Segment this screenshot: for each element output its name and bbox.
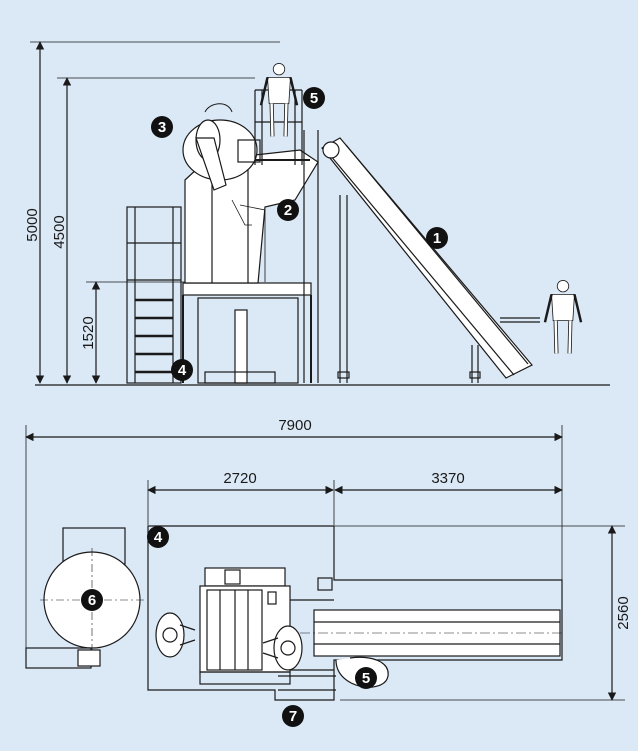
callout-1: 1: [426, 227, 448, 249]
svg-text:5: 5: [310, 90, 318, 107]
tilting-drum: [182, 103, 261, 191]
elevation-view: [30, 41, 610, 386]
svg-text:6: 6: [88, 592, 96, 609]
dimension-base-height: 1520: [80, 316, 97, 349]
callout-3: 3: [151, 116, 173, 138]
callout-5-plan: 5: [355, 667, 377, 689]
dimension-section-a: 2720: [223, 470, 256, 487]
operator-figure-ground: [545, 280, 581, 353]
callout-4-elevation: 4: [171, 359, 193, 381]
svg-text:3: 3: [158, 119, 166, 136]
dimension-platform-height: 4500: [51, 215, 68, 248]
dimension-total-height: 5000: [24, 208, 41, 241]
height-dimensions: [30, 41, 280, 384]
svg-text:5: 5: [362, 670, 370, 687]
inclined-conveyor: [321, 137, 540, 383]
dimension-width: 2560: [615, 596, 632, 629]
operator-plan-right: [262, 625, 303, 671]
svg-text:4: 4: [154, 529, 163, 546]
floor-outline: [147, 525, 563, 701]
operator-figure-top: [261, 63, 297, 136]
callout-4-plan: 4: [147, 526, 169, 548]
dimension-section-b: 3370: [431, 470, 464, 487]
access-stair: [126, 206, 182, 384]
plan-view: [25, 425, 625, 701]
support-frame: [182, 282, 312, 384]
dimension-overall-length: 7900: [278, 417, 311, 434]
callout-7: 7: [282, 705, 304, 727]
conveyor-plan: [300, 609, 562, 657]
operator-plan-left: [155, 612, 196, 658]
svg-text:4: 4: [178, 362, 187, 379]
callout-6: 6: [81, 589, 103, 611]
svg-text:2: 2: [284, 202, 292, 219]
callout-5-elevation: 5: [303, 87, 325, 109]
svg-text:7: 7: [289, 708, 297, 725]
svg-text:1: 1: [433, 230, 441, 247]
length-dimensions: [25, 425, 625, 701]
callout-2: 2: [277, 199, 299, 221]
machine-top: [199, 567, 334, 685]
